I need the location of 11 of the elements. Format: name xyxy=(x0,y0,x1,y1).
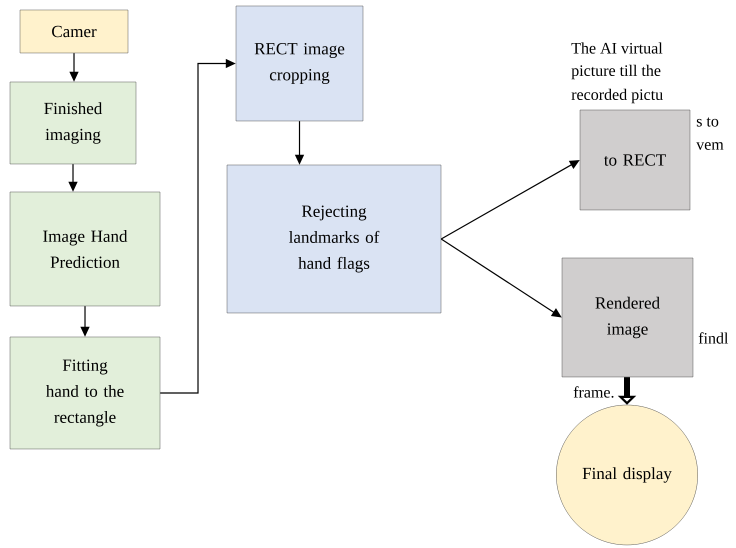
text-fragment: picture till the xyxy=(571,64,660,80)
process-box: Rejecting landmarks of hand flags xyxy=(226,164,442,314)
text-fragment: frame. xyxy=(574,386,614,398)
process-box: RECT image cropping xyxy=(236,6,364,122)
process-box: to RECT xyxy=(580,110,690,210)
process-box: Finished imaging xyxy=(10,82,136,164)
process-box: Fitting hand to the rectangle xyxy=(10,336,160,450)
process-box: Camer xyxy=(20,10,128,54)
text-fragment: The AI virtual xyxy=(571,42,662,54)
process-box: Image Hand Prediction xyxy=(10,192,160,306)
process-box: Rendered image xyxy=(562,258,694,378)
